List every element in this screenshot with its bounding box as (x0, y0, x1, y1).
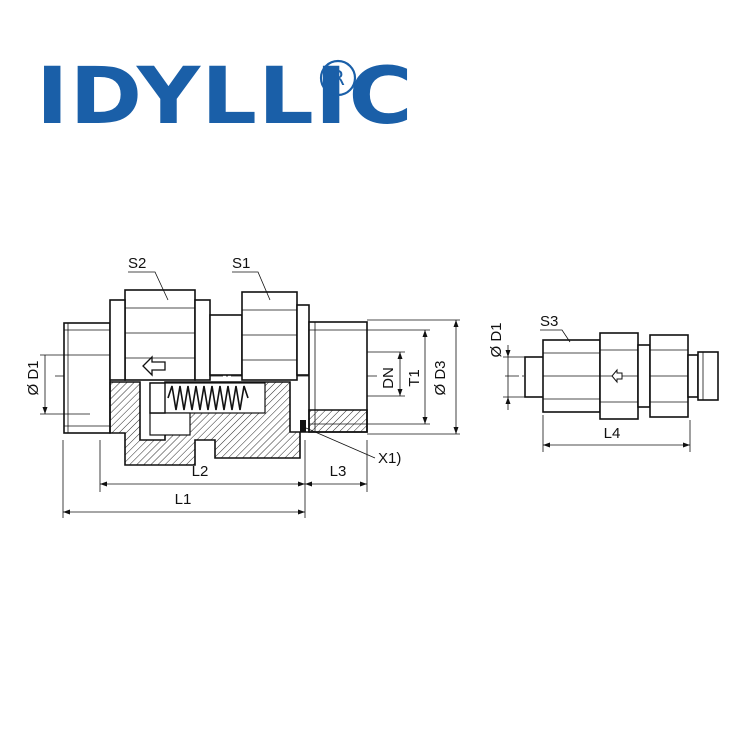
registered-mark-icon: R (319, 59, 357, 97)
spring (167, 385, 249, 411)
label-l3: L3 (330, 463, 347, 480)
label-s2: S2 (128, 255, 146, 272)
label-d1-right: Ø D1 (488, 322, 505, 357)
label-s3: S3 (540, 313, 558, 330)
svg-text:R: R (331, 66, 345, 90)
label-l2: L2 (192, 463, 209, 480)
brand-logo: IDYLLIC (36, 52, 414, 142)
label-t1: T1 (406, 369, 423, 387)
check-valve-outline-view (505, 332, 719, 420)
label-d3: Ø D3 (432, 360, 449, 395)
flow-direction-arrow-icon (142, 355, 166, 377)
label-x1: X1) (378, 450, 401, 467)
label-l4: L4 (604, 425, 621, 442)
label-dn: DN (380, 367, 397, 389)
label-d1-left: Ø D1 (25, 360, 42, 395)
check-valve-section-view (55, 289, 380, 466)
label-l1: L1 (175, 491, 192, 508)
label-s1: S1 (232, 255, 250, 272)
